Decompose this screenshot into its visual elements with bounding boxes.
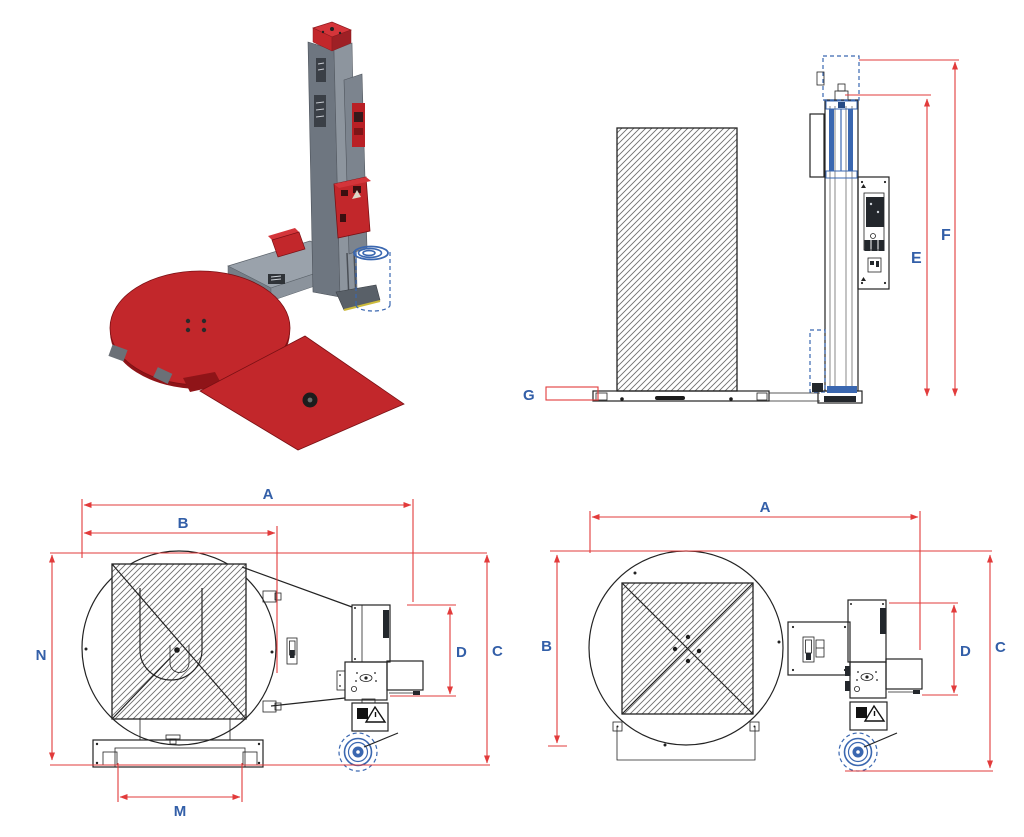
arm-slot: [286, 637, 298, 665]
dimension-b-right: B: [541, 550, 992, 747]
turntable-platform: [592, 390, 820, 402]
dimension-n: N: [36, 552, 490, 766]
dim-label-e: E: [911, 250, 922, 267]
film-carriage-raised: [825, 100, 858, 179]
turntable-top: [81, 550, 277, 746]
dimension-g: G: [523, 386, 599, 404]
control-box: [857, 176, 890, 290]
film-roll-top-icon: [838, 732, 878, 772]
arm-slot: [802, 636, 815, 663]
mast: [307, 21, 381, 311]
dimension-a-right: A: [589, 499, 921, 650]
film-carriage-lowered: [809, 329, 857, 393]
turntable-disc: [108, 270, 291, 389]
dimension-f: F: [859, 59, 959, 397]
dim-label-d: D: [960, 643, 971, 660]
warning-box: [849, 701, 888, 731]
loading-ramp: [183, 335, 405, 451]
dimension-m: M: [117, 763, 243, 820]
side-view: F E G: [523, 55, 959, 404]
mast-top-cap: [312, 21, 352, 52]
ramp-cutout: [139, 588, 203, 681]
iso-view: [108, 21, 405, 451]
dim-label-f: F: [941, 227, 951, 244]
film-carriage-box: [333, 176, 371, 239]
mast-extended-outline: [822, 55, 860, 101]
dim-label-c: C: [492, 643, 503, 660]
dim-label-n: N: [36, 647, 47, 664]
plan-view-left: A B N C D M: [36, 486, 503, 820]
plan-view-right: A B C D: [541, 499, 1006, 772]
base-plate: [612, 721, 760, 761]
dimension-d-right: D: [889, 602, 971, 696]
dimension-e: E: [845, 94, 931, 397]
dim-label-b: B: [178, 515, 189, 532]
dimension-c-left: C: [484, 554, 503, 764]
mast-assembly-top: [336, 604, 424, 772]
mast-assembly-top: [787, 599, 923, 772]
base-plate: [92, 719, 264, 768]
film-box: [885, 658, 923, 690]
film-box: [386, 660, 424, 691]
dimension-d-left: D: [390, 604, 467, 697]
carriage-housing: [849, 661, 887, 699]
dim-label-a: A: [263, 486, 274, 503]
dimension-c-right: C: [845, 554, 1006, 772]
carriage-housing: [344, 661, 388, 701]
carriage-foot: [335, 284, 381, 311]
pallet-load: [616, 127, 738, 392]
dimension-a-left: A: [81, 486, 414, 602]
dim-label-m: M: [174, 803, 187, 820]
dim-label-d: D: [456, 644, 467, 661]
warning-box: [351, 702, 389, 732]
side-mast: [809, 55, 863, 404]
arm-red-box: [268, 228, 306, 258]
dim-label-c: C: [995, 639, 1006, 656]
dim-label-a: A: [760, 499, 771, 516]
film-roll-icon: [353, 245, 391, 312]
dimension-b-left: B: [83, 515, 278, 673]
dim-label-b: B: [541, 638, 552, 655]
dim-label-g: G: [523, 387, 535, 404]
